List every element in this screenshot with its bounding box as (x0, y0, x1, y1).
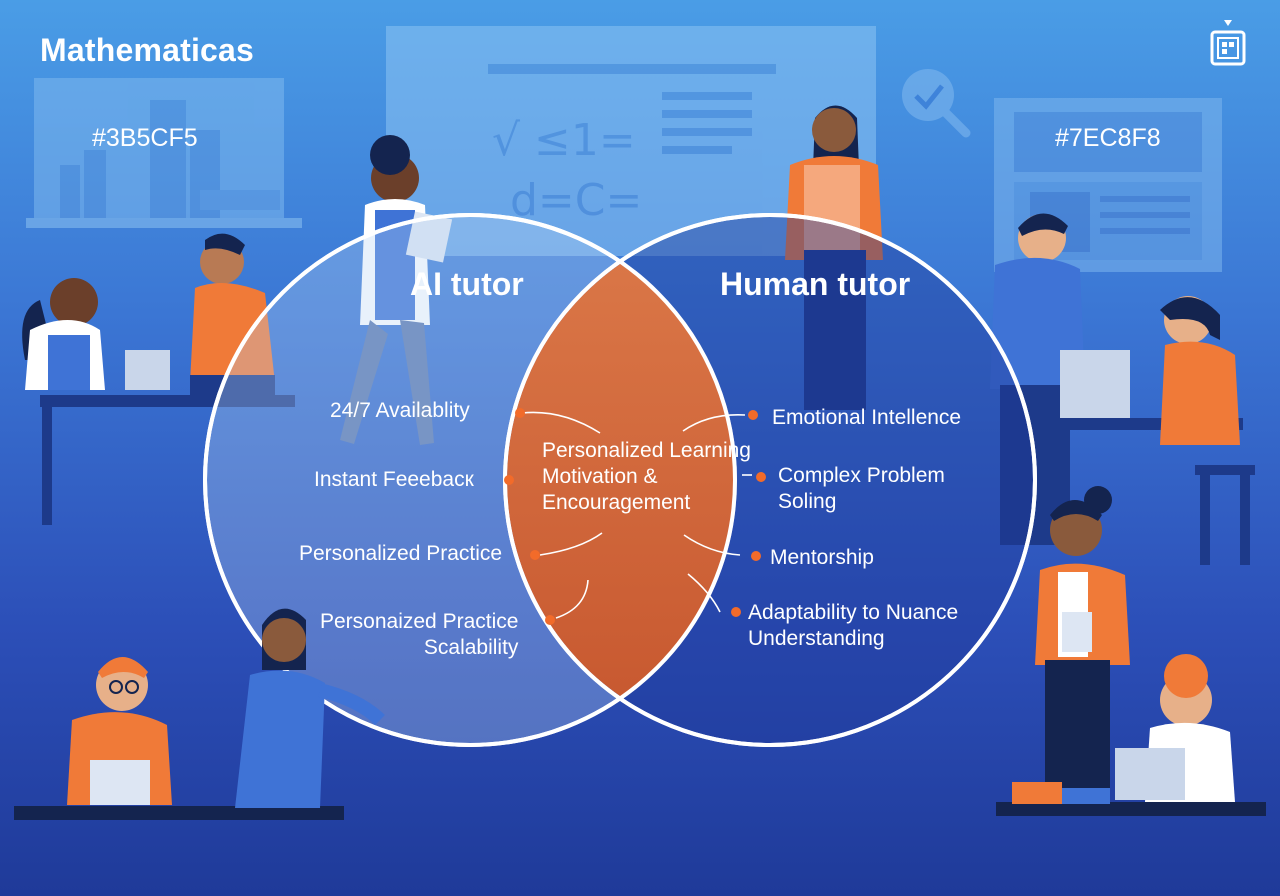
human-item: Emotional Intellence (772, 406, 962, 429)
calendar-icon[interactable] (1210, 20, 1246, 68)
venn-title-ai: AI tutor (410, 266, 524, 302)
student-with-laptop-right (1028, 296, 1255, 565)
svg-text:√ ≤1=: √ ≤1= (492, 115, 636, 166)
venn-overlap (507, 217, 735, 743)
teacher-with-tablet-bottom-right (1035, 486, 1130, 800)
student-with-phone-top (785, 105, 883, 410)
ai-item: Instant Feeebacк (314, 468, 474, 491)
venn-title-human: Human tutor (720, 266, 911, 302)
human-item: Complex Problem Soling (778, 464, 945, 513)
student-with-laptop-left (22, 233, 295, 525)
ai-item: 24/7 Availablity (330, 399, 470, 422)
student-with-laptop-bottom-right (996, 654, 1266, 816)
student-gesturing-bottom (235, 608, 385, 808)
overlap-items: Personalized Learning Motivation & Encou… (542, 439, 751, 514)
background-whiteboard: √ ≤1= d=C= (386, 26, 876, 256)
student-with-tablet-top (340, 135, 453, 445)
venn-diagram (203, 213, 1037, 747)
venn-connector-dots (504, 408, 766, 625)
venn-connectors (521, 411, 752, 619)
page-title: Mathematicas (40, 32, 255, 68)
ai-item: Personaized Practice Scalability (320, 610, 519, 659)
background-magnifier-icon (902, 69, 971, 138)
ai-item: Personalized Practice (299, 542, 503, 565)
color-code-right: #7EC8F8 (1055, 124, 1161, 152)
human-item: Adaptability to Nuance Understanding (748, 601, 959, 650)
background-bookshelf (26, 78, 302, 228)
human-item: Mentorship (770, 546, 874, 569)
svg-text:d=C=: d=C= (510, 175, 642, 226)
color-code-left: #3B5CF5 (92, 124, 198, 152)
student-with-glasses-bottom-left (14, 657, 344, 820)
